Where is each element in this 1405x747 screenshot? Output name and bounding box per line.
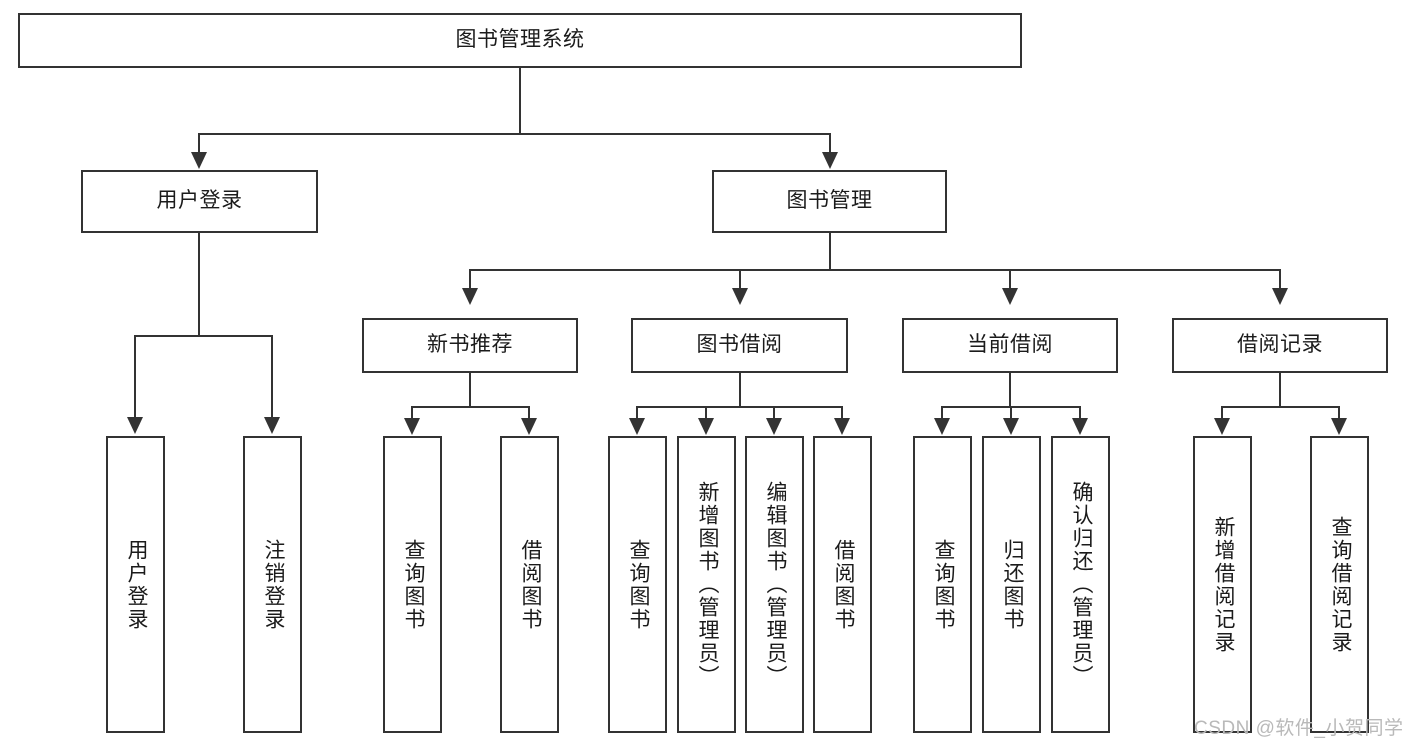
watermark: CSDN @软件_小贺同学 bbox=[1194, 718, 1404, 739]
edge-level3-bus bbox=[469, 269, 1281, 271]
arrowhead-leaf-borrow-book-1 bbox=[521, 418, 537, 435]
edge-user-login-drop-2 bbox=[271, 335, 273, 418]
node-new-book-recommend-label: 新书推荐 bbox=[427, 333, 513, 357]
edge-borrow-record-bus bbox=[1221, 406, 1339, 408]
node-leaf-add-book-label: 新增图书（管理员） bbox=[695, 481, 719, 688]
arrowhead-leaf-return-book bbox=[1003, 418, 1019, 435]
node-leaf-borrow-book-2-label: 借阅图书 bbox=[831, 538, 855, 631]
node-borrow-record[interactable]: 借阅记录 bbox=[1172, 318, 1388, 373]
arrowhead-leaf-query-book-3 bbox=[934, 418, 950, 435]
edge-new-book-recommend-drop-1 bbox=[411, 406, 413, 419]
node-new-book-recommend[interactable]: 新书推荐 bbox=[362, 318, 578, 373]
edge-new-book-recommend-stem bbox=[469, 373, 471, 407]
node-borrow-record-label: 借阅记录 bbox=[1237, 333, 1323, 357]
edge-to-borrow-record bbox=[1279, 269, 1281, 289]
node-leaf-logout[interactable]: 注销登录 bbox=[243, 436, 302, 733]
node-root[interactable]: 图书管理系统 bbox=[18, 13, 1022, 68]
node-leaf-user-login-label: 用户登录 bbox=[124, 538, 148, 631]
edge-new-book-recommend-drop-2 bbox=[528, 406, 530, 419]
arrowhead-book-management bbox=[822, 152, 838, 169]
node-book-management[interactable]: 图书管理 bbox=[712, 170, 947, 233]
arrowhead-user-login bbox=[191, 152, 207, 169]
node-user-login-label: 用户登录 bbox=[156, 189, 243, 213]
node-book-management-label: 图书管理 bbox=[786, 189, 873, 213]
node-current-borrow-label: 当前借阅 bbox=[967, 333, 1053, 357]
arrowhead-current-borrow bbox=[1002, 288, 1018, 305]
arrowhead-leaf-edit-book bbox=[766, 418, 782, 435]
edge-book-borrow-drop-2 bbox=[705, 406, 707, 419]
arrowhead-leaf-user-login bbox=[127, 417, 143, 434]
node-leaf-confirm-return[interactable]: 确认归还（管理员） bbox=[1051, 436, 1110, 733]
node-leaf-query-book-3-label: 查询图书 bbox=[931, 538, 955, 631]
edge-new-book-recommend-bus bbox=[411, 406, 529, 408]
edge-current-borrow-drop-1 bbox=[941, 406, 943, 419]
node-leaf-edit-book-label: 编辑图书（管理员） bbox=[763, 481, 787, 688]
node-leaf-query-book-2-label: 查询图书 bbox=[626, 538, 650, 631]
edge-current-borrow-drop-3 bbox=[1079, 406, 1081, 419]
node-leaf-query-book-3[interactable]: 查询图书 bbox=[913, 436, 972, 733]
edge-to-user-login bbox=[198, 133, 200, 153]
node-leaf-borrow-book-1[interactable]: 借阅图书 bbox=[500, 436, 559, 733]
edge-book-borrow-drop-3 bbox=[773, 406, 775, 419]
edge-current-borrow-stem bbox=[1009, 373, 1011, 407]
node-leaf-add-book[interactable]: 新增图书（管理员） bbox=[677, 436, 736, 733]
node-leaf-borrow-book-1-label: 借阅图书 bbox=[518, 538, 542, 631]
node-leaf-query-record[interactable]: 查询借阅记录 bbox=[1310, 436, 1369, 733]
node-leaf-edit-book[interactable]: 编辑图书（管理员） bbox=[745, 436, 804, 733]
arrowhead-leaf-confirm-return bbox=[1072, 418, 1088, 435]
node-leaf-query-book-1[interactable]: 查询图书 bbox=[383, 436, 442, 733]
node-leaf-return-book[interactable]: 归还图书 bbox=[982, 436, 1041, 733]
node-book-borrow-label: 图书借阅 bbox=[696, 333, 783, 357]
node-leaf-query-book-1-label: 查询图书 bbox=[401, 538, 425, 631]
edge-book-borrow-stem bbox=[739, 373, 741, 407]
node-leaf-logout-label: 注销登录 bbox=[261, 538, 285, 631]
node-current-borrow[interactable]: 当前借阅 bbox=[902, 318, 1118, 373]
arrowhead-leaf-query-book-1 bbox=[404, 418, 420, 435]
node-leaf-confirm-return-label: 确认归还（管理员） bbox=[1069, 481, 1093, 688]
edge-borrow-record-drop-2 bbox=[1338, 406, 1340, 419]
node-root-label: 图书管理系统 bbox=[455, 28, 585, 52]
node-leaf-borrow-book-2[interactable]: 借阅图书 bbox=[813, 436, 872, 733]
edge-borrow-record-stem bbox=[1279, 373, 1281, 407]
edge-book-borrow-drop-4 bbox=[841, 406, 843, 419]
node-leaf-add-record-label: 新增借阅记录 bbox=[1211, 515, 1235, 654]
edge-to-current-borrow bbox=[1009, 269, 1011, 289]
arrowhead-new-book-recommend bbox=[462, 288, 478, 305]
arrowhead-leaf-query-book-2 bbox=[629, 418, 645, 435]
edge-user-login-bus bbox=[134, 335, 272, 337]
edge-book-borrow-bus bbox=[636, 406, 843, 408]
node-leaf-query-record-label: 查询借阅记录 bbox=[1328, 515, 1352, 654]
edge-to-book-borrow bbox=[739, 269, 741, 289]
node-book-borrow[interactable]: 图书借阅 bbox=[631, 318, 848, 373]
node-leaf-return-book-label: 归还图书 bbox=[1000, 538, 1024, 631]
edge-user-login-drop-1 bbox=[134, 335, 136, 418]
arrowhead-leaf-add-record bbox=[1214, 418, 1230, 435]
arrowhead-leaf-add-book bbox=[698, 418, 714, 435]
edge-book-management-stem bbox=[829, 233, 831, 270]
edge-book-borrow-drop-1 bbox=[636, 406, 638, 419]
edge-root-stem bbox=[519, 68, 521, 134]
edge-borrow-record-drop-1 bbox=[1221, 406, 1223, 419]
edge-to-book-management bbox=[829, 133, 831, 153]
arrowhead-leaf-query-record bbox=[1331, 418, 1347, 435]
node-user-login[interactable]: 用户登录 bbox=[81, 170, 318, 233]
node-leaf-add-record[interactable]: 新增借阅记录 bbox=[1193, 436, 1252, 733]
arrowhead-book-borrow bbox=[732, 288, 748, 305]
node-leaf-query-book-2[interactable]: 查询图书 bbox=[608, 436, 667, 733]
arrowhead-leaf-borrow-book-2 bbox=[834, 418, 850, 435]
edge-level2-bus bbox=[198, 133, 831, 135]
arrowhead-borrow-record bbox=[1272, 288, 1288, 305]
edge-to-new-book-recommend bbox=[469, 269, 471, 289]
node-leaf-user-login[interactable]: 用户登录 bbox=[106, 436, 165, 733]
arrowhead-leaf-logout bbox=[264, 417, 280, 434]
edge-user-login-stem bbox=[198, 233, 200, 336]
edge-current-borrow-drop-2 bbox=[1010, 406, 1012, 419]
